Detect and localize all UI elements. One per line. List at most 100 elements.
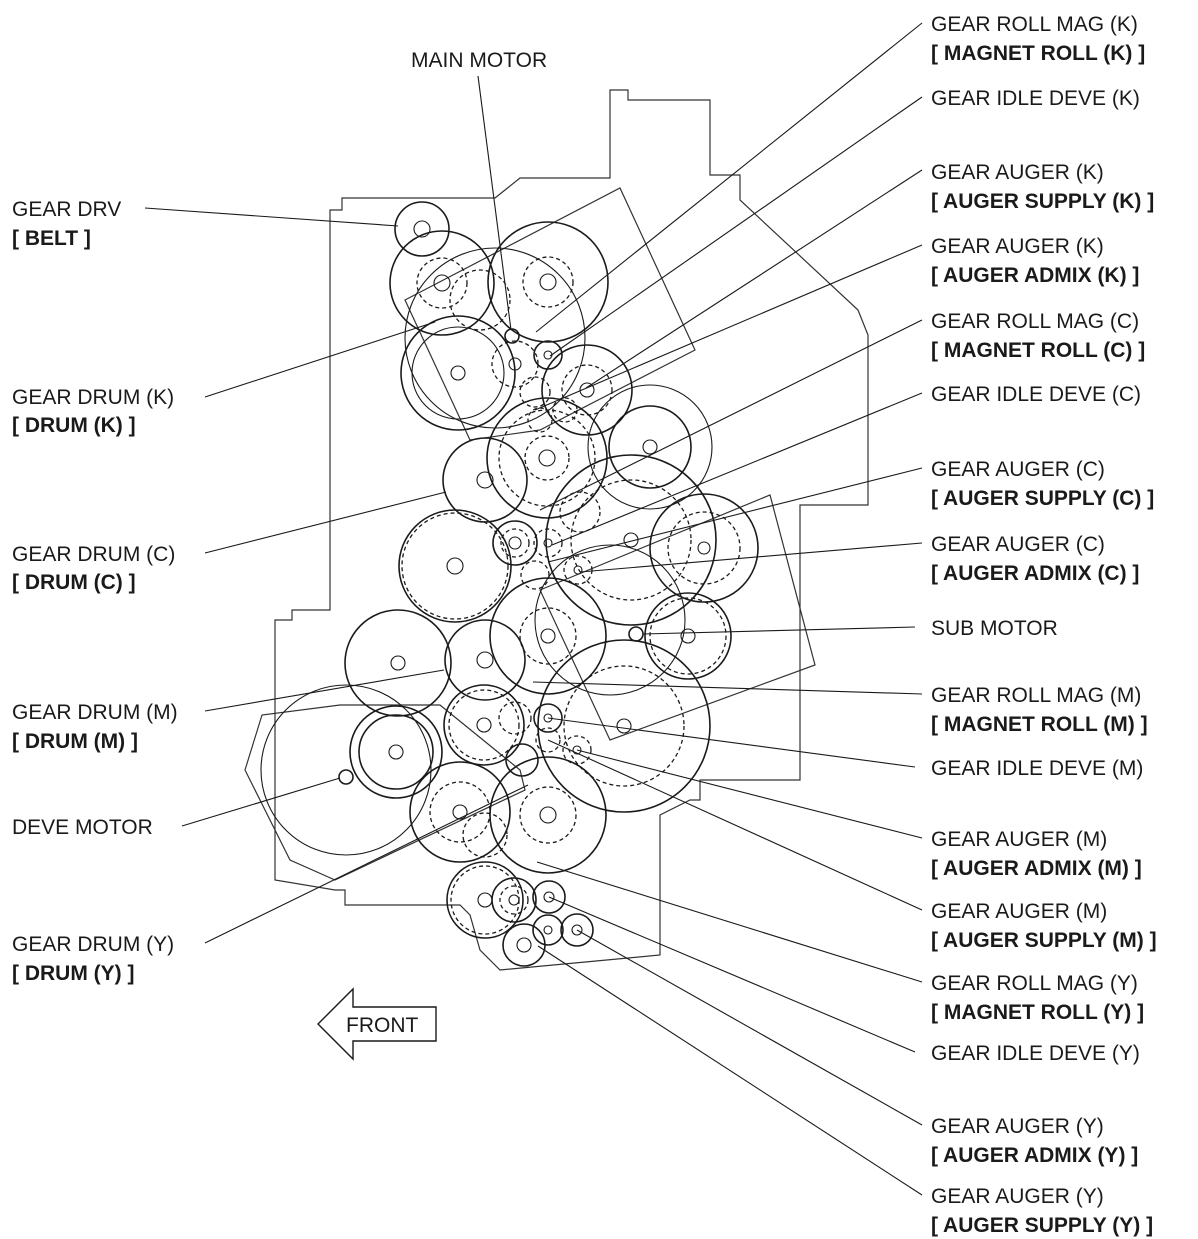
leader-gear-drum-c <box>204 491 447 554</box>
magnet-roll-m-group <box>443 639 711 813</box>
callout-gear-auger-admix-y: GEAR AUGER (Y) [ AUGER ADMIX (Y) ] <box>931 1115 1138 1167</box>
leader-gear-auger-supply-c <box>547 467 923 563</box>
callout-gear-drum-m: GEAR DRUM (M) [ DRUM (M) ] <box>12 701 178 753</box>
front-arrow: FRONT <box>317 987 437 1061</box>
leader-gear-roll-mag-y <box>536 861 923 983</box>
svg-text:[ BELT ]: [ BELT ] <box>12 227 91 250</box>
leader-gear-drum-k <box>204 321 436 398</box>
callout-gear-roll-mag-m: GEAR ROLL MAG (M) [ MAGNET ROLL (M) ] <box>931 684 1148 736</box>
chassis-frame <box>244 89 869 971</box>
leader-gear-drum-y <box>204 784 529 944</box>
callout-gear-idle-deve-k: GEAR IDLE DEVE (K) <box>931 87 1140 110</box>
svg-text:GEAR ROLL MAG (Y): GEAR ROLL MAG (Y) <box>931 972 1138 995</box>
leader-main-motor <box>477 75 512 331</box>
callout-gear-roll-mag-y: GEAR ROLL MAG (Y) [ MAGNET ROLL (Y) ] <box>931 972 1144 1024</box>
svg-text:GEAR AUGER (Y): GEAR AUGER (Y) <box>931 1115 1104 1138</box>
svg-text:GEAR AUGER (C): GEAR AUGER (C) <box>931 458 1105 481</box>
front-arrow-label: FRONT <box>346 1014 418 1037</box>
svg-text:GEAR IDLE DEVE (M): GEAR IDLE DEVE (M) <box>931 757 1143 780</box>
leader-deve-motor <box>181 777 341 827</box>
leader-gear-auger-supply-k <box>585 169 923 389</box>
callout-gear-auger-supply-k: GEAR AUGER (K) [ AUGER SUPPLY (K) ] <box>931 161 1154 213</box>
magnet-roll-c-group <box>492 454 759 626</box>
sub-motor-group <box>628 592 732 680</box>
svg-text:[ AUGER ADMIX (M) ]: [ AUGER ADMIX (M) ] <box>931 857 1142 880</box>
leader-gear-roll-mag-c <box>539 319 923 511</box>
svg-text:GEAR IDLE DEVE (C): GEAR IDLE DEVE (C) <box>931 383 1141 406</box>
svg-text:GEAR AUGER (C): GEAR AUGER (C) <box>931 533 1105 556</box>
svg-text:[ AUGER ADMIX (C) ]: [ AUGER ADMIX (C) ] <box>931 562 1139 585</box>
svg-text:GEAR DRUM (Y): GEAR DRUM (Y) <box>12 933 174 956</box>
svg-text:[ MAGNET ROLL (C) ]: [ MAGNET ROLL (C) ] <box>931 339 1145 362</box>
svg-text:[ AUGER ADMIX (K) ]: [ AUGER ADMIX (K) ] <box>931 264 1139 287</box>
svg-text:[ AUGER SUPPLY (K) ]: [ AUGER SUPPLY (K) ] <box>931 190 1154 213</box>
svg-text:DEVE MOTOR: DEVE MOTOR <box>12 816 153 839</box>
svg-text:[ DRUM (Y) ]: [ DRUM (Y) ] <box>12 962 134 985</box>
callout-main-motor: MAIN MOTOR <box>411 49 547 72</box>
leader-gear-drv <box>144 207 399 227</box>
leader-gear-drum-m <box>204 669 445 712</box>
leader-gear-roll-mag-k <box>535 22 923 333</box>
leader-gear-roll-mag-m <box>532 681 923 695</box>
gear-drum-c <box>442 384 713 523</box>
svg-text:GEAR AUGER (K): GEAR AUGER (K) <box>931 235 1104 258</box>
svg-text:GEAR IDLE DEVE (Y): GEAR IDLE DEVE (Y) <box>931 1042 1140 1065</box>
leader-gear-idle-deve-y <box>548 896 916 1053</box>
svg-text:GEAR IDLE DEVE (K): GEAR IDLE DEVE (K) <box>931 87 1140 110</box>
svg-text:[ AUGER SUPPLY (Y) ]: [ AUGER SUPPLY (Y) ] <box>931 1214 1153 1237</box>
gear-drv-belt <box>394 201 450 257</box>
gear-drum-y-group <box>409 743 607 874</box>
svg-text:GEAR DRV: GEAR DRV <box>12 198 121 221</box>
callout-gear-idle-deve-c: GEAR IDLE DEVE (C) <box>931 383 1141 406</box>
svg-text:[ AUGER ADMIX (Y) ]: [ AUGER ADMIX (Y) ] <box>931 1144 1138 1167</box>
svg-text:GEAR DRUM (M): GEAR DRUM (M) <box>12 701 178 724</box>
svg-text:SUB MOTOR: SUB MOTOR <box>931 617 1058 640</box>
front-arrow-icon <box>317 987 437 1061</box>
motor-bracket-outline <box>404 187 696 441</box>
callout-gear-auger-supply-m: GEAR AUGER (M) [ AUGER SUPPLY (M) ] <box>931 900 1157 952</box>
svg-text:[ MAGNET ROLL (K) ]: [ MAGNET ROLL (K) ] <box>931 42 1145 65</box>
leader-sub-motor <box>642 626 916 635</box>
callout-gear-drum-c: GEAR DRUM (C) [ DRUM (C) ] <box>12 543 175 594</box>
callout-gear-drum-y: GEAR DRUM (Y) [ DRUM (Y) ] <box>12 933 174 985</box>
gear-drum-m-upper <box>398 509 686 701</box>
leader-gear-idle-deve-c <box>551 392 923 546</box>
callout-gear-idle-deve-m: GEAR IDLE DEVE (M) <box>931 757 1143 780</box>
leader-lines <box>144 22 923 1196</box>
callout-gear-auger-supply-y: GEAR AUGER (Y) [ AUGER SUPPLY (Y) ] <box>931 1185 1153 1237</box>
callout-gear-drum-k: GEAR DRUM (K) [ DRUM (K) ] <box>12 386 174 437</box>
svg-text:MAIN MOTOR: MAIN MOTOR <box>411 49 547 72</box>
svg-text:GEAR ROLL MAG (K): GEAR ROLL MAG (K) <box>931 13 1138 36</box>
svg-text:[ MAGNET ROLL (M) ]: [ MAGNET ROLL (M) ] <box>931 713 1148 736</box>
leader-gear-auger-supply-m <box>547 739 923 911</box>
svg-text:[ MAGNET ROLL (Y) ]: [ MAGNET ROLL (Y) ] <box>931 1001 1144 1024</box>
callout-gear-roll-mag-c: GEAR ROLL MAG (C) [ MAGNET ROLL (C) ] <box>931 310 1145 362</box>
callout-gear-auger-admix-k: GEAR AUGER (K) [ AUGER ADMIX (K) ] <box>931 235 1139 287</box>
leader-gear-auger-admix-y <box>576 929 923 1126</box>
leader-gear-auger-admix-m <box>576 749 923 839</box>
callout-gear-auger-supply-c: GEAR AUGER (C) [ AUGER SUPPLY (C) ] <box>931 458 1154 510</box>
callout-gear-drv: GEAR DRV [ BELT ] <box>12 198 121 250</box>
svg-text:GEAR AUGER (K): GEAR AUGER (K) <box>931 161 1104 184</box>
svg-text:[ DRUM (K) ]: [ DRUM (K) ] <box>12 414 136 437</box>
main-motor-gear-group <box>449 221 609 408</box>
svg-text:GEAR AUGER (M): GEAR AUGER (M) <box>931 828 1107 851</box>
svg-text:[ DRUM (M) ]: [ DRUM (M) ] <box>12 730 138 753</box>
svg-text:GEAR AUGER (Y): GEAR AUGER (Y) <box>931 1185 1104 1208</box>
svg-text:GEAR DRUM (K): GEAR DRUM (K) <box>12 386 174 409</box>
svg-text:[ AUGER SUPPLY (M) ]: [ AUGER SUPPLY (M) ] <box>931 929 1157 952</box>
callout-gear-idle-deve-y: GEAR IDLE DEVE (Y) <box>931 1042 1140 1065</box>
svg-text:GEAR ROLL MAG (M): GEAR ROLL MAG (M) <box>931 684 1141 707</box>
gear-drum-k <box>389 230 586 431</box>
callout-sub-motor: SUB MOTOR <box>931 617 1058 640</box>
svg-text:GEAR AUGER (M): GEAR AUGER (M) <box>931 900 1107 923</box>
deve-motor-group <box>260 609 452 856</box>
callout-gear-roll-mag-k: GEAR ROLL MAG (K) [ MAGNET ROLL (K) ] <box>931 13 1145 65</box>
leader-gear-auger-admix-k <box>534 244 923 411</box>
callout-gear-auger-admix-m: GEAR AUGER (M) [ AUGER ADMIX (M) ] <box>931 828 1142 880</box>
svg-text:[ AUGER SUPPLY (C) ]: [ AUGER SUPPLY (C) ] <box>931 487 1154 510</box>
developer-bracket-outline <box>539 494 816 741</box>
svg-text:GEAR ROLL MAG (C): GEAR ROLL MAG (C) <box>931 310 1139 333</box>
callout-deve-motor: DEVE MOTOR <box>12 816 153 839</box>
